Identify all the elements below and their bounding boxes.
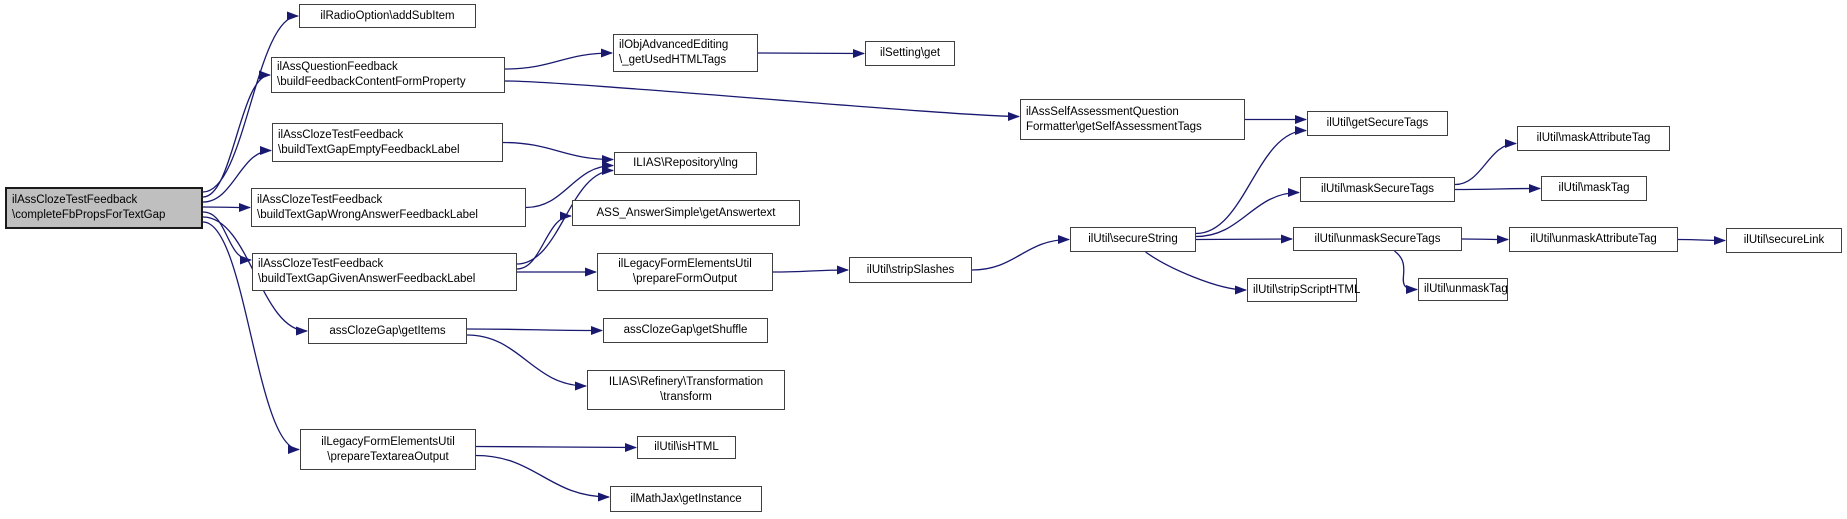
edge-emptyLabel-to-lng <box>502 141 614 164</box>
graph-node-transform[interactable]: ILIAS\Refinery\Transformation \transform <box>587 370 785 410</box>
graph-node-label: ilAssQuestionFeedback <box>277 61 398 73</box>
graph-node-label: ilRadioOption\addSubItem <box>320 9 455 22</box>
graph-node-maskSecureTags[interactable]: ilUtil\maskSecureTags <box>1300 177 1455 202</box>
edge-secureString-to-unmaskSecureTags <box>1195 234 1293 244</box>
graph-node-addSubItem[interactable]: ilRadioOption\addSubItem <box>299 4 476 28</box>
edge-wrongLabel-to-lng <box>525 161 614 209</box>
graph-node-label: \prepareFormOutput <box>632 273 738 285</box>
edge-secureString-to-getSecureTags <box>1195 126 1307 235</box>
edge-getItems-to-transform <box>466 334 587 391</box>
graph-node-stripScriptHTML[interactable]: ilUtil\stripScriptHTML <box>1247 278 1361 302</box>
graph-node-getUsedHTMLTags[interactable]: ilObjAdvancedEditing \_getUsedHTMLTags <box>613 34 758 72</box>
graph-node-lng[interactable]: ILIAS\Repository\lng <box>614 152 757 175</box>
edge-secureString-to-maskSecureTags <box>1195 188 1300 238</box>
graph-node-secureString[interactable]: ilUtil\secureString <box>1070 227 1196 252</box>
graph-node-label: \buildTextGapEmptyFeedbackLabel <box>278 143 460 156</box>
edge-root-to-wrongLabel <box>202 202 251 212</box>
graph-node-label: ilUtil\stripScriptHTML <box>1253 283 1361 296</box>
graph-node-label: \buildFeedbackContentFormProperty <box>277 76 466 88</box>
graph-node-bfcfp[interactable]: ilAssQuestionFeedback \buildFeedbackConte… <box>271 57 505 93</box>
edge-secureString-to-stripScriptHTML <box>1145 251 1247 295</box>
graph-node-ilSettingGet[interactable]: ilSetting\get <box>865 41 955 66</box>
graph-node-label: ilUtil\unmaskAttributeTag <box>1530 233 1657 245</box>
graph-node-label: ilAssClozeTestFeedback <box>258 258 384 270</box>
edge-stripSlashes-to-secureString <box>971 235 1070 271</box>
edge-maskSecureTags-to-maskAttributeTag <box>1454 139 1517 186</box>
edge-bfcfp-to-selfAssess <box>504 80 1020 121</box>
edge-unmaskSecureTags-to-unmaskAttributeTag <box>1461 234 1509 244</box>
edge-prepareFormOutput-to-stripSlashes <box>772 265 849 275</box>
graph-node-label: ilAssSelfAssessmentQuestion <box>1026 105 1179 118</box>
graph-node-getShuffle[interactable]: assClozeGap\getShuffle <box>603 318 768 343</box>
edge-root-to-bfcfp <box>202 70 271 198</box>
graph-node-label: assClozeGap\getShuffle <box>623 324 748 336</box>
edge-givenLabel-to-getAnswertext <box>516 211 572 270</box>
graph-node-getInstance[interactable]: ilMathJax\getInstance <box>610 486 762 512</box>
graph-node-unmaskSecureTags[interactable]: ilUtil\unmaskSecureTags <box>1293 227 1462 251</box>
edge-unmaskSecureTags-to-unmaskTag <box>1394 250 1418 294</box>
graph-node-label: ilUtil\stripSlashes <box>866 263 955 276</box>
graph-node-maskTag[interactable]: ilUtil\maskTag <box>1541 176 1647 201</box>
graph-node-label: ilUtil\secureLink <box>1743 234 1825 246</box>
graph-node-label: ilUtil\unmaskSecureTags <box>1314 232 1441 245</box>
graph-node-givenLabel[interactable]: ilAssClozeTestFeedback \buildTextGapGiven… <box>252 253 517 291</box>
graph-node-unmaskTag[interactable]: ilUtil\unmaskTag <box>1418 278 1508 301</box>
edge-prepareTextarea-to-isHTML <box>475 442 637 452</box>
graph-node-label: ilLegacyFormElementsUtil <box>321 435 455 448</box>
edge-prepareTextarea-to-getInstance <box>475 454 610 502</box>
graph-node-getAnswertext[interactable]: ASS_AnswerSimple\getAnswertext <box>572 200 800 226</box>
graph-node-label: ilUtil\secureString <box>1088 233 1178 245</box>
graph-node-label: ilUtil\isHTML <box>654 441 719 453</box>
graph-node-label: ASS_AnswerSimple\getAnswertext <box>596 206 776 219</box>
graph-node-label: ilMathJax\getInstance <box>630 492 742 505</box>
graph-node-label: ilUtil\maskTag <box>1558 182 1630 194</box>
graph-node-getSecureTags[interactable]: ilUtil\getSecureTags <box>1307 111 1448 136</box>
graph-node-label: ILIAS\Refinery\Transformation <box>608 376 764 388</box>
graph-node-label: ilLegacyFormElementsUtil <box>618 258 752 270</box>
graph-node-secureLink[interactable]: ilUtil\secureLink <box>1726 228 1842 253</box>
graph-node-getItems[interactable]: assClozeGap\getItems <box>308 318 467 344</box>
graph-node-label: ilSetting\get <box>879 47 941 59</box>
graph-node-label: assClozeGap\getItems <box>329 324 446 337</box>
graph-node-isHTML[interactable]: ilUtil\isHTML <box>637 436 736 459</box>
graph-node-label: ilAssClozeTestFeedback <box>278 128 404 141</box>
graph-node-wrongLabel[interactable]: ilAssClozeTestFeedback \buildTextGapWrong… <box>251 188 526 227</box>
edge-getItems-to-getShuffle <box>466 325 603 335</box>
edge-maskSecureTags-to-maskTag <box>1454 184 1541 194</box>
edge-root-to-givenLabel <box>202 211 252 265</box>
edge-root-to-prepareTextarea <box>202 221 300 454</box>
graph-node-prepareTextarea[interactable]: ilLegacyFormElementsUtil \prepareTextarea… <box>300 429 476 470</box>
graph-node-label: ilUtil\unmaskTag <box>1424 283 1508 295</box>
edge-getUsedHTMLTags-to-ilSettingGet <box>757 48 865 58</box>
graph-node-root[interactable]: ilAssClozeTestFeedback \completeFbPropsFo… <box>5 187 203 229</box>
graph-node-label: ilAssClozeTestFeedback <box>12 194 138 206</box>
graph-node-label: ilUtil\maskAttributeTag <box>1536 132 1651 144</box>
graph-node-label: ilUtil\maskSecureTags <box>1320 183 1435 195</box>
graph-node-label: ilAssClozeTestFeedback <box>257 193 383 206</box>
graph-node-label: \transform <box>660 391 712 403</box>
edge-bfcfp-to-getUsedHTMLTags <box>504 48 613 70</box>
graph-node-emptyLabel[interactable]: ilAssClozeTestFeedback \buildTextGapEmpty… <box>272 123 503 162</box>
graph-node-label: ILIAS\Repository\lng <box>633 157 738 169</box>
graph-node-label: \prepareTextareaOutput <box>327 450 449 463</box>
graph-node-label: \buildTextGapGivenAnswerFeedbackLabel <box>258 273 476 285</box>
graph-node-unmaskAttributeTag[interactable]: ilUtil\unmaskAttributeTag <box>1509 227 1678 252</box>
graph-node-label: \buildTextGapWrongAnswerFeedbackLabel <box>257 208 478 221</box>
graph-node-prepareFormOutput[interactable]: ilLegacyFormElementsUtil \prepareFormOutp… <box>597 253 773 291</box>
graph-node-label: ilUtil\getSecureTags <box>1326 117 1429 129</box>
graph-node-label: \_getUsedHTMLTags <box>619 54 727 66</box>
graph-node-label: Formatter\getSelfAssessmentTags <box>1026 120 1202 133</box>
edge-root-to-emptyLabel <box>202 146 272 203</box>
edge-unmaskAttributeTag-to-secureLink <box>1677 235 1726 245</box>
edge-root-to-addSubItem <box>202 11 299 193</box>
graph-node-maskAttributeTag[interactable]: ilUtil\maskAttributeTag <box>1517 126 1670 151</box>
graph-node-label: \completeFbPropsForTextGap <box>12 209 166 221</box>
graph-node-stripSlashes[interactable]: ilUtil\stripSlashes <box>849 257 972 283</box>
graph-node-label: ilObjAdvancedEditing <box>619 39 729 51</box>
